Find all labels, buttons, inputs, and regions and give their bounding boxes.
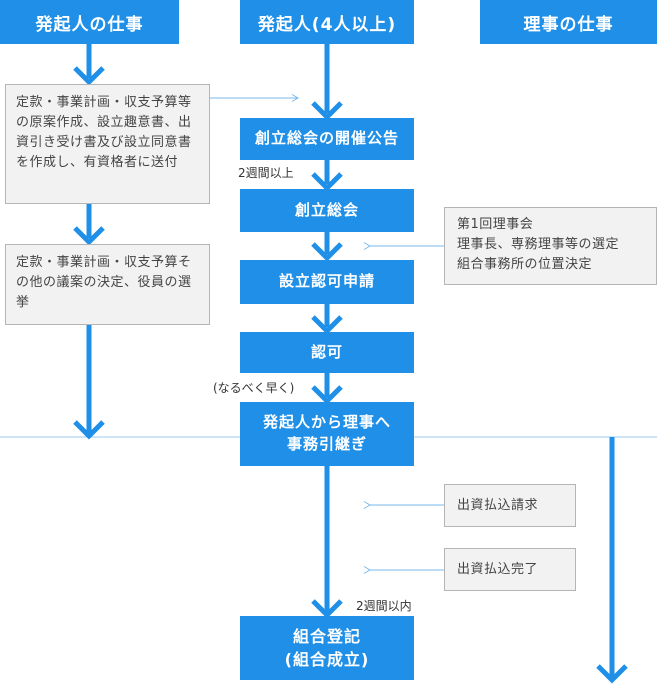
note-first-board-meeting: 第1回理事会 理事長、専務理事等の選定 組合事務所の位置決定 (444, 207, 657, 285)
left-flow-arrows (73, 44, 105, 440)
step-handover-line1: 発起人から理事へ (262, 413, 391, 432)
step-registration-line2: (組合成立) (284, 650, 370, 669)
step-meeting-announcement: 創立総会の開催公告 (240, 118, 414, 160)
label-two-weeks-or-more: 2週間以上 (238, 166, 294, 180)
header-director-work: 理事の仕事 (480, 0, 657, 44)
right-flow-arrow (596, 437, 628, 684)
step-handover-line2: 事務引継ぎ (286, 435, 367, 453)
header-promoters: 発起人(4人以上) (240, 0, 414, 44)
note-first-board-line2: 理事長、専務理事等の選定 (457, 237, 620, 252)
step-handover: 発起人から理事へ 事務引継ぎ (240, 402, 414, 466)
note-draft-documents: 定款・事業計画・収支予算等の原案作成、設立趣意書、出資引き受け書及び設立同意書を… (5, 84, 210, 204)
note-payment-request: 出資払込請求 (444, 484, 576, 527)
center-flow-arrows (311, 44, 343, 619)
thin-connectors (210, 94, 444, 574)
label-within-two-weeks: 2週間以内 (356, 599, 412, 613)
step-registration: 組合登記 (組合成立) (240, 616, 414, 680)
note-first-board-line3: 組合事務所の位置決定 (457, 257, 593, 272)
header-promoter-work: 発起人の仕事 (0, 0, 179, 44)
step-approval: 認可 (240, 332, 414, 373)
note-payment-complete: 出資払込完了 (444, 548, 576, 591)
step-application: 設立認可申請 (240, 260, 414, 304)
step-general-meeting: 創立総会 (240, 189, 414, 232)
note-first-board-line1: 第1回理事会 (457, 217, 534, 232)
step-registration-line1: 組合登記 (292, 626, 361, 646)
label-asap: (なるべく早く) (213, 381, 295, 395)
note-decide-agenda: 定款・事業計画・収支予算その他の議案の決定、役員の選挙 (5, 244, 210, 325)
